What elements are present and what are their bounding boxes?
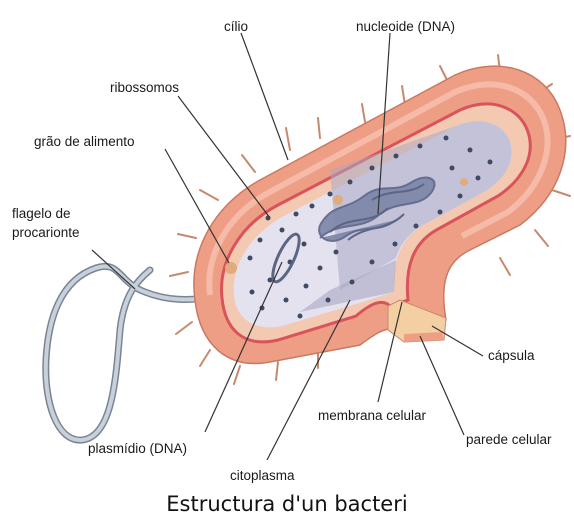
label-capsula: cápsula: [488, 347, 535, 364]
label-flagelo-line1: flagelo de: [12, 205, 71, 222]
label-ribossomos: ribossomos: [110, 79, 179, 96]
label-nucleoide: nucleoide (DNA): [356, 18, 455, 35]
label-flagelo-line2: procarionte: [12, 224, 80, 241]
label-grao-de-alimento: grão de alimento: [34, 133, 135, 150]
label-membrana-celular: membrana celular: [318, 407, 426, 424]
figure-caption: Estructura d'un bacteri: [0, 492, 574, 516]
label-cilio: cílio: [224, 18, 248, 35]
label-plasmidio: plasmídio (DNA): [88, 440, 187, 457]
label-citoplasma: citoplasma: [230, 467, 295, 484]
label-parede-celular: parede celular: [466, 431, 552, 448]
